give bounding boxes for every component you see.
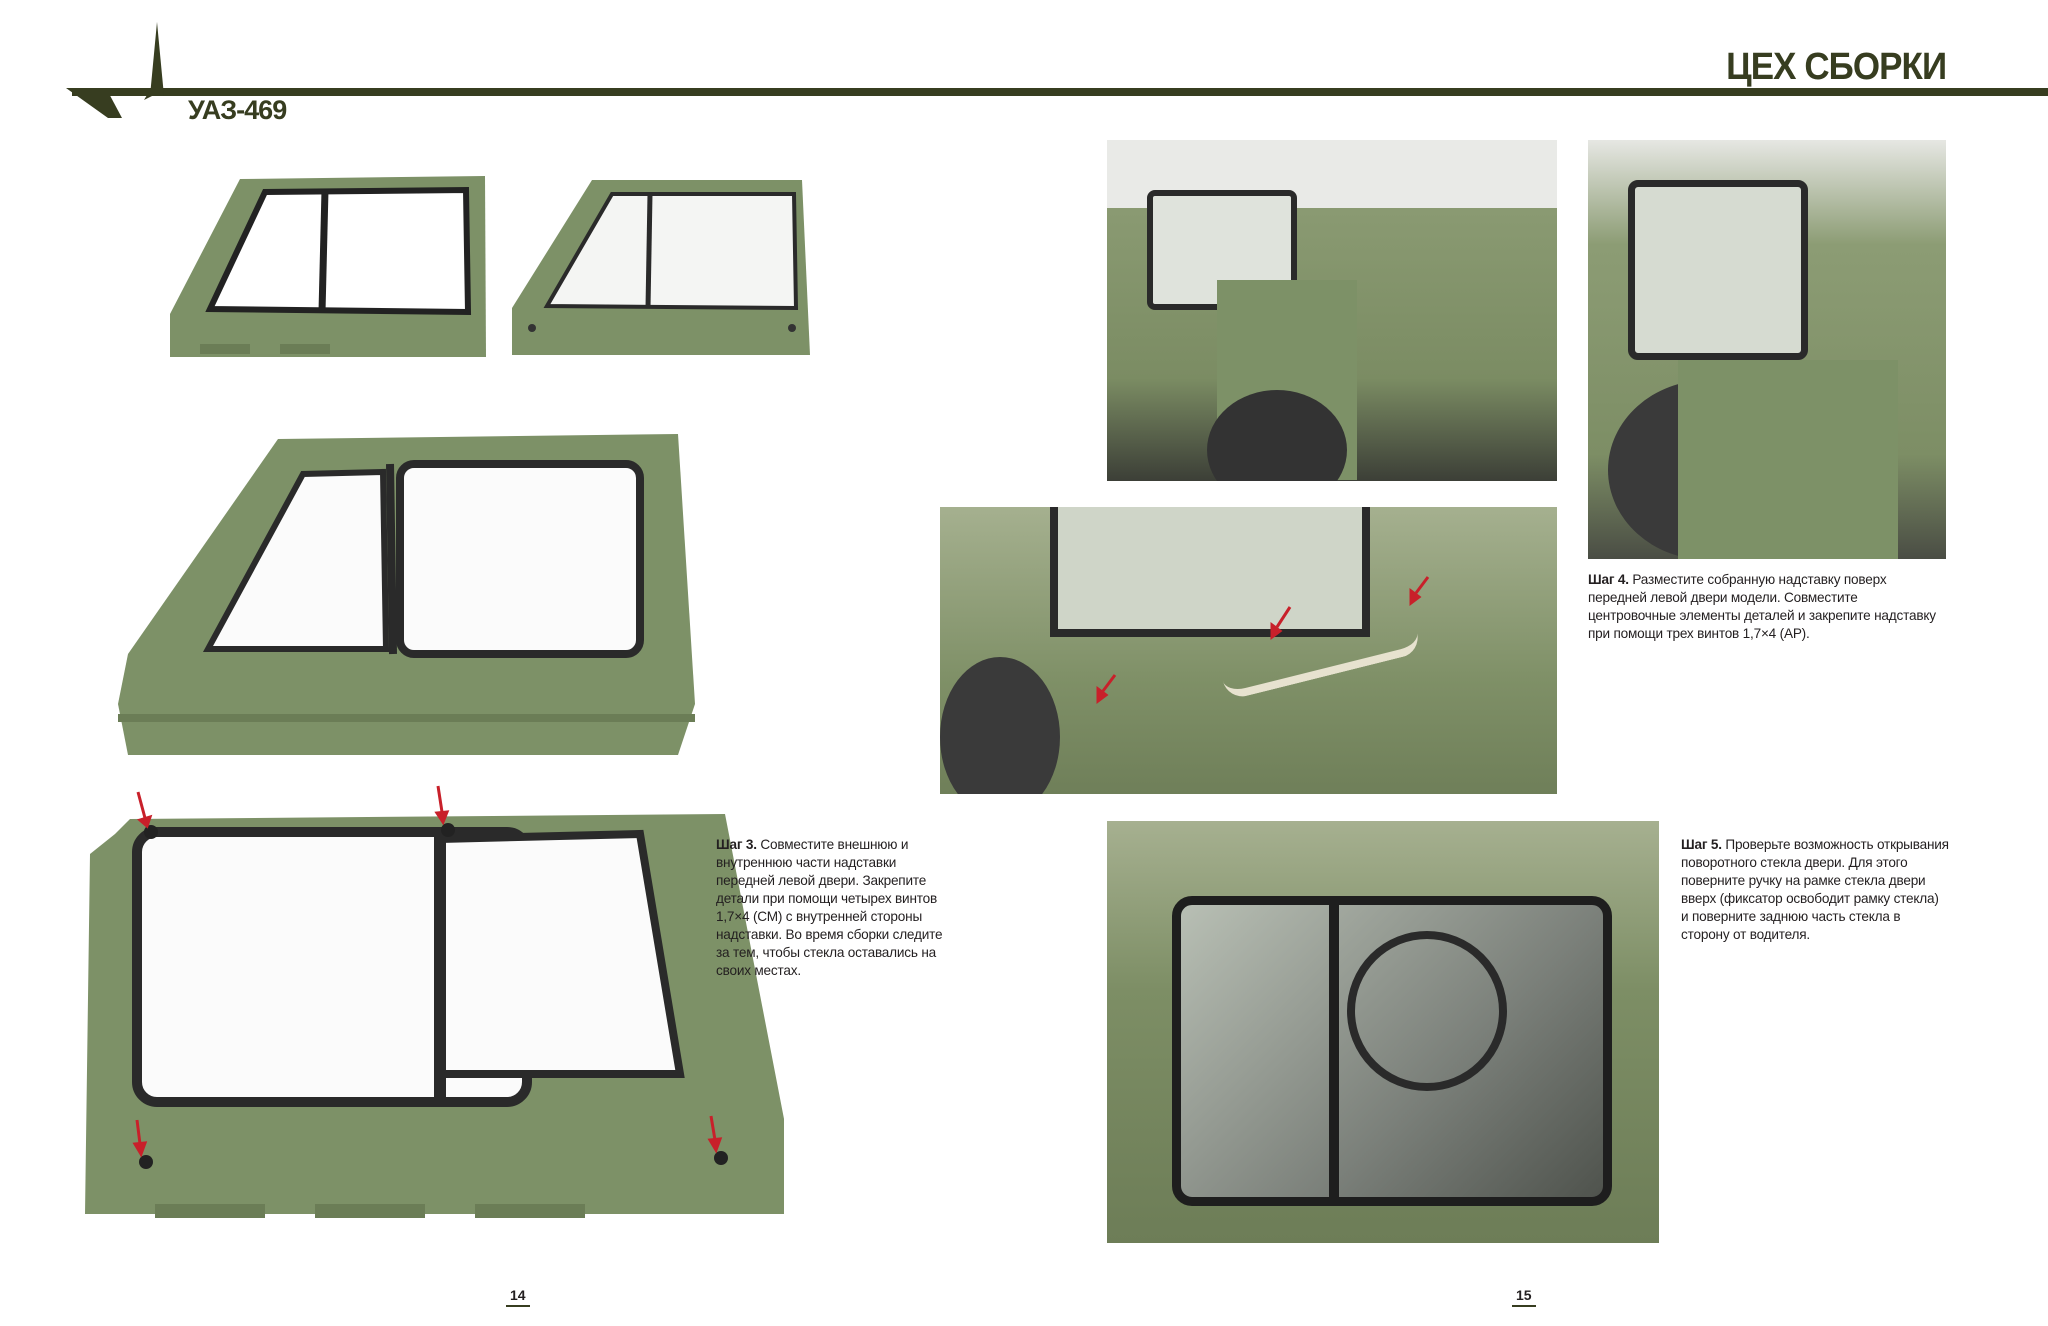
red-arrows [132, 785, 723, 1158]
step-4-body: Разместите собранную надставку поверх пе… [1588, 572, 1936, 641]
door-screws-closeup-photo [940, 507, 1557, 794]
door-inner-part-photo [170, 176, 486, 357]
rotating-glass-photo [1107, 821, 1659, 1243]
door-fitting-photo [1107, 140, 1557, 481]
door-outer-part-photo [512, 180, 810, 355]
star-logo-icon [66, 22, 164, 118]
door-extension-installed-photo [1588, 140, 1946, 559]
step-3-label: Шаг 3. [716, 837, 757, 852]
step-3-body: Совместите внешнюю и внутреннюю части на… [716, 837, 943, 978]
assembled-door-extension-photo [118, 434, 695, 755]
step-5-label: Шаг 5. [1681, 837, 1722, 852]
step-5-body: Проверьте возможность открывания поворот… [1681, 837, 1949, 942]
step-5-text: Шаг 5. Проверьте возможность открывания … [1681, 836, 1949, 944]
red-arrows [1096, 576, 1430, 704]
section-title: ЦЕХ СБОРКИ [1725, 46, 1947, 88]
page-number-right: 15 [1512, 1287, 1536, 1307]
step-3-text: Шаг 3. Совместите внешнюю и внутреннюю ч… [716, 836, 948, 980]
header-rule [72, 88, 2048, 96]
model-name: УАЗ-469 [188, 95, 287, 125]
door-screws-photo [85, 785, 784, 1218]
step-4-text: Шаг 4. Разместите собранную надставку по… [1588, 571, 1948, 643]
step-4-label: Шаг 4. [1588, 572, 1629, 587]
page-number-left: 14 [506, 1287, 530, 1307]
